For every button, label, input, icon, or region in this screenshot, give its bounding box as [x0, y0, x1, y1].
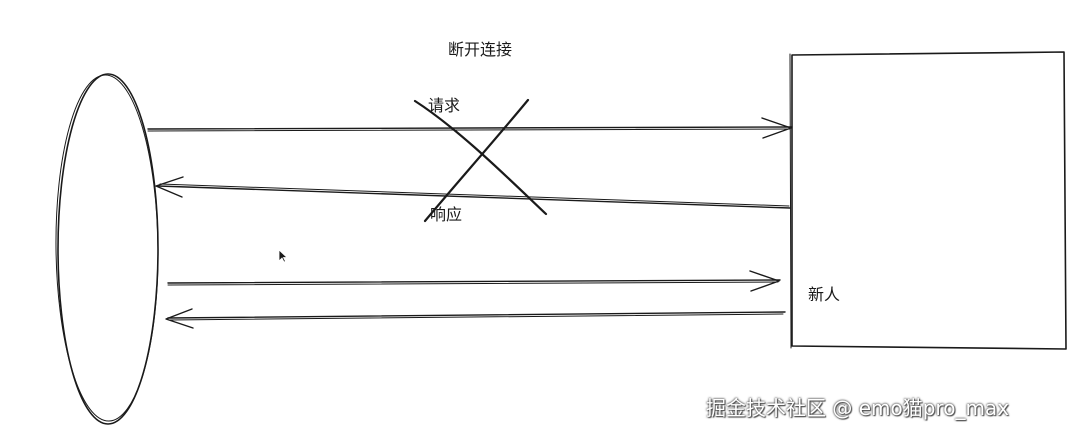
server-box: [789, 51, 1067, 350]
response-label: 响应: [430, 205, 463, 224]
client-ellipse: [55, 73, 159, 425]
diagram-title: 断开连接: [448, 40, 513, 59]
request-arrow: [147, 117, 793, 139]
response-arrow: [155, 176, 791, 209]
disconnect-cross-icon: [413, 98, 548, 223]
watermark: 掘金技术社区 @ emo猫pro_max: [706, 396, 1010, 420]
request-label: 请求: [428, 96, 461, 115]
mouse-cursor-icon: [278, 249, 288, 263]
server-label: 新人: [808, 285, 841, 304]
new-request-arrow: [167, 270, 781, 292]
new-response-arrow: [165, 308, 786, 329]
